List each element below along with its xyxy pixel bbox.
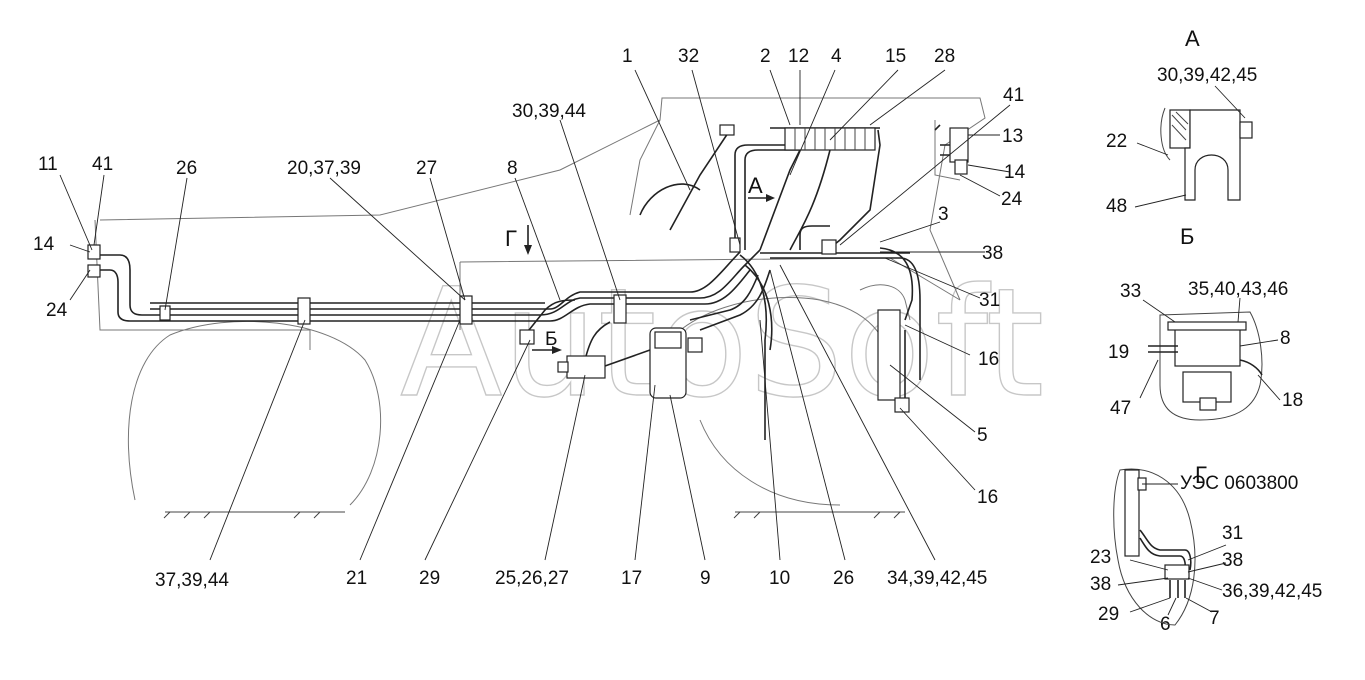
- callout: 33: [1120, 281, 1141, 302]
- view-a-marker: А: [748, 173, 763, 198]
- callout: 48: [1106, 196, 1127, 217]
- callout: 25,26,27: [495, 568, 569, 589]
- callout: 26: [176, 158, 197, 179]
- view-g: Г УЭС 0603800 31 23 38 38 36,39,42,45 29…: [1090, 462, 1322, 635]
- watermark: AutoSoft: [400, 257, 1044, 431]
- callout: 6: [1160, 614, 1171, 635]
- callout: 37,39,44: [155, 570, 229, 591]
- callout: 31: [1222, 523, 1243, 544]
- callout: 28: [934, 46, 955, 67]
- clamp-26: [159, 305, 171, 321]
- callout: 36,39,42,45: [1222, 581, 1322, 602]
- view-a: А 30,39,42,45 22 48: [1106, 26, 1257, 217]
- tractor-outline: [94, 97, 986, 519]
- clamp-37: [297, 297, 311, 325]
- front-couplings: [949, 127, 969, 163]
- callout: 24: [46, 300, 68, 321]
- callout: 38: [1222, 550, 1243, 571]
- callout: 17: [621, 568, 642, 589]
- callout: 13: [1002, 126, 1023, 147]
- callout: 38: [1090, 574, 1111, 595]
- cylinder-5: [877, 309, 901, 401]
- callout: 38: [982, 243, 1003, 264]
- callout: 3: [938, 204, 949, 225]
- callout: 15: [885, 46, 906, 67]
- callout: 11: [38, 154, 58, 175]
- filter-block: [566, 355, 606, 379]
- callout: 18: [1282, 390, 1303, 411]
- callout: 1: [622, 46, 633, 67]
- callout: 27: [416, 158, 437, 179]
- view-b-arrow-head: [552, 346, 562, 354]
- callout: 26: [833, 568, 854, 589]
- view-b-title: Б: [1180, 224, 1194, 249]
- callout: 14: [33, 234, 55, 255]
- view-g-marker: Г: [505, 226, 517, 251]
- callout: 4: [831, 46, 842, 67]
- view-g-arrow-head: [524, 245, 532, 255]
- callout: 12: [788, 46, 809, 67]
- clamp-30: [613, 294, 627, 324]
- callout: 9: [700, 568, 711, 589]
- components: [87, 124, 969, 413]
- callout: 22: [1106, 131, 1127, 152]
- callout: 8: [507, 158, 518, 179]
- callout: 41: [1003, 85, 1024, 106]
- view-a-arrow-head: [766, 194, 775, 202]
- view-a-title: А: [1185, 26, 1200, 51]
- valve-bank: [784, 127, 876, 151]
- callout: 16: [978, 349, 999, 370]
- callout: 7: [1209, 608, 1220, 629]
- leader-lines: [59, 69, 1011, 561]
- view-b: Б 33 35,40,43,46 19 8 47 18: [1108, 224, 1303, 421]
- callout: 29: [419, 568, 440, 589]
- callout: 34,39,42,45: [887, 568, 987, 589]
- callout: 5: [977, 425, 988, 446]
- callout: 41: [92, 154, 113, 175]
- callout: 8: [1280, 328, 1291, 349]
- coupling-rear-lower: [87, 264, 101, 278]
- clamp-3: [821, 239, 837, 255]
- callout: 31: [979, 290, 1000, 311]
- callout: 19: [1108, 342, 1129, 363]
- callout: 29: [1098, 604, 1119, 625]
- callout: 47: [1110, 398, 1131, 419]
- callout: 21: [346, 568, 367, 589]
- callout: 10: [769, 568, 790, 589]
- callout: 2: [760, 46, 771, 67]
- callout: 35,40,43,46: [1188, 279, 1288, 300]
- callout-labels: 1 32 2 12 4 15 28 41 13 14 24 30,39,44 1…: [33, 46, 1026, 591]
- callout: 23: [1090, 547, 1111, 568]
- callout: 20,37,39: [287, 158, 361, 179]
- callout: 30,39,42,45: [1157, 65, 1257, 86]
- callout: УЭС 0603800: [1180, 473, 1298, 494]
- callout: 32: [678, 46, 699, 67]
- callout: 30,39,44: [512, 101, 586, 122]
- view-g-title: Г: [1195, 462, 1207, 487]
- view-b-marker: Б: [545, 329, 557, 350]
- clamp-20: [459, 295, 473, 325]
- callout: 16: [977, 487, 998, 508]
- callout: 14: [1004, 162, 1026, 183]
- callout: 24: [1001, 189, 1023, 210]
